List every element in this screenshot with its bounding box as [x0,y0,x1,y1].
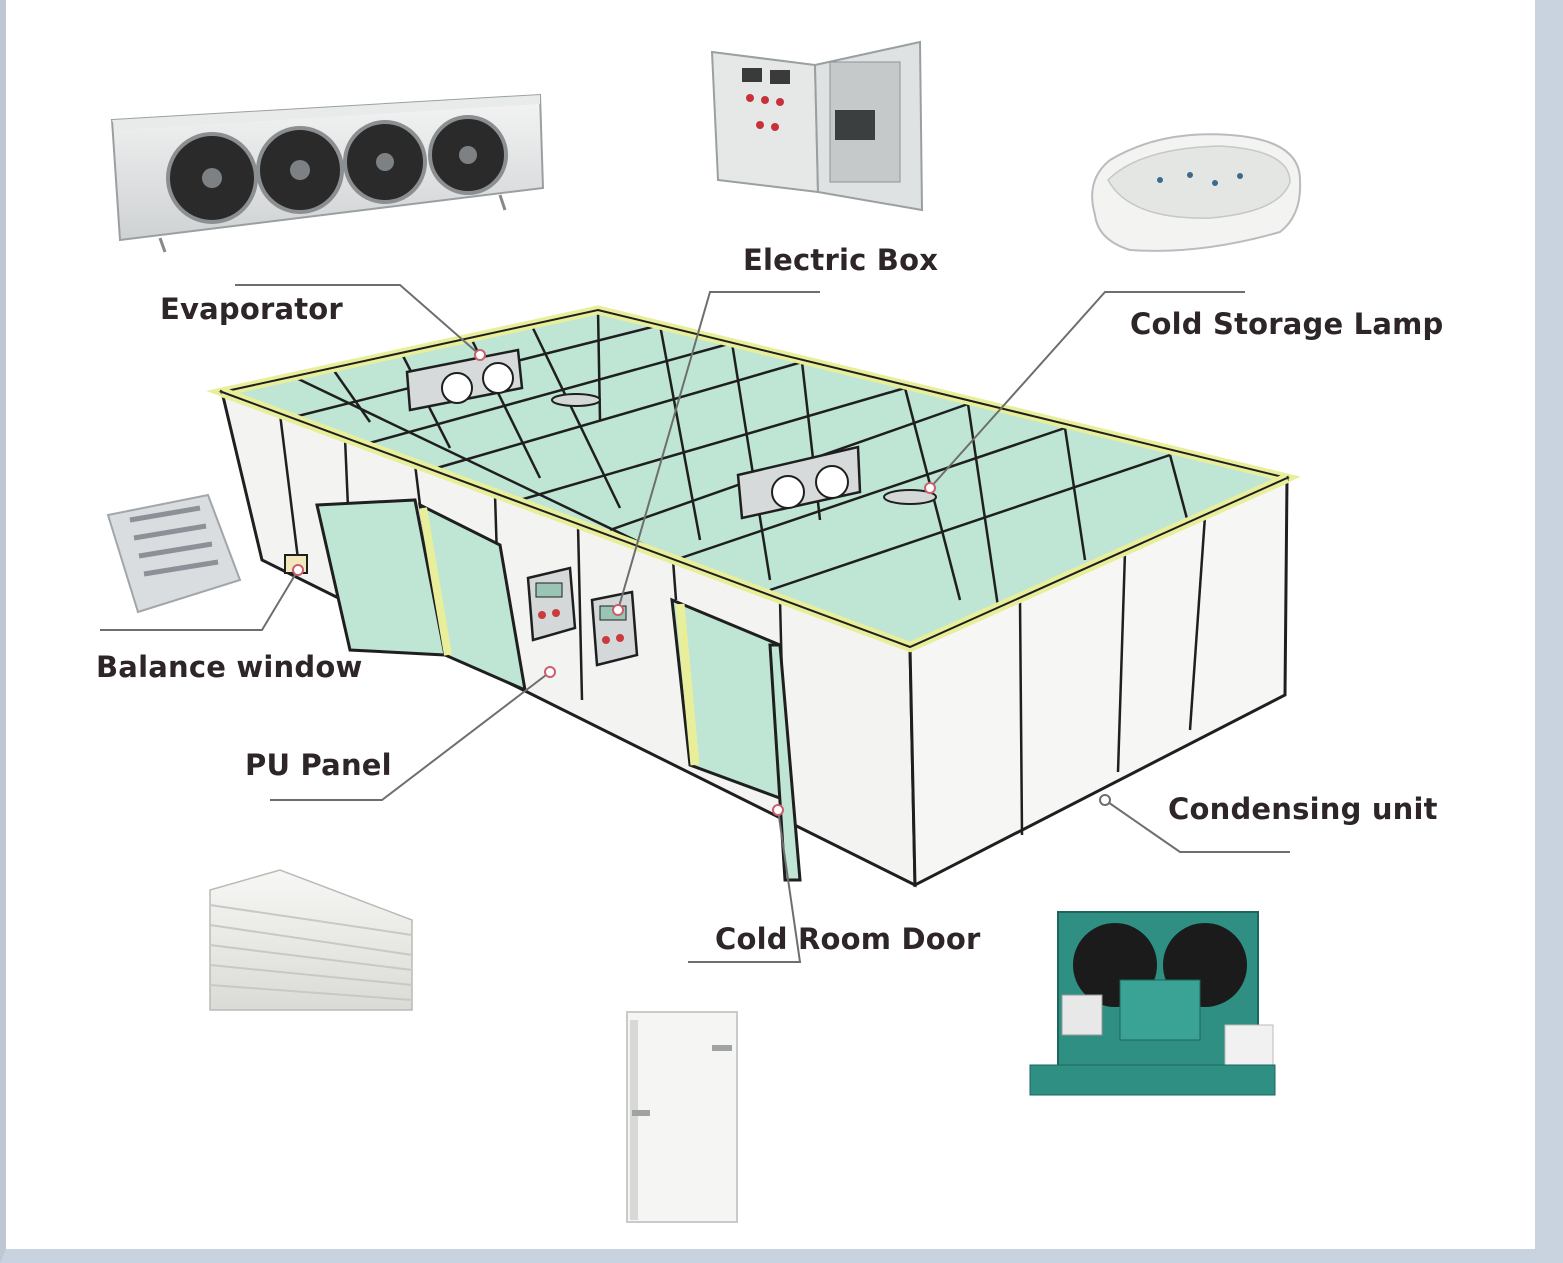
label-electric-box: Electric Box [743,243,939,277]
leader-lines [100,284,1290,963]
ceiling-evaporator-1 [405,348,524,412]
leader-balance-window [100,569,299,631]
leader-condensing-unit [1104,799,1290,853]
electric-box-photo [710,40,924,212]
ceiling-evaporator-2 [736,445,862,520]
label-cold-storage-lamp: Cold Storage Lamp [1130,307,1444,341]
pu-panel-stack-photo [209,869,413,1011]
label-evaporator: Evaporator [160,292,343,326]
wall-control-box-1 [526,566,577,642]
label-pu-panel: PU Panel [245,748,392,782]
balance-window-photo [106,493,242,614]
leader-electric-box [617,291,820,611]
wall-control-box-2 [590,590,639,667]
leader-cold-storage-lamp [929,291,1245,489]
leader-pu-panel [270,671,551,801]
condensing-unit-photo [1029,911,1276,1096]
ceiling-lamp-1 [551,393,601,407]
label-cold-room-door: Cold Room Door [715,922,981,956]
label-balance-window: Balance window [96,650,363,684]
cold-storage-lamp-photo [1091,133,1302,252]
cold-room-door-photo [626,1011,738,1223]
cold-room-structure [206,305,1301,888]
leader-evaporator [235,284,481,356]
leader-cold-room-door [688,809,802,963]
label-condensing-unit: Condensing unit [1168,792,1438,826]
evaporator-photo [110,93,545,253]
ceiling-lamp-2 [883,489,937,505]
